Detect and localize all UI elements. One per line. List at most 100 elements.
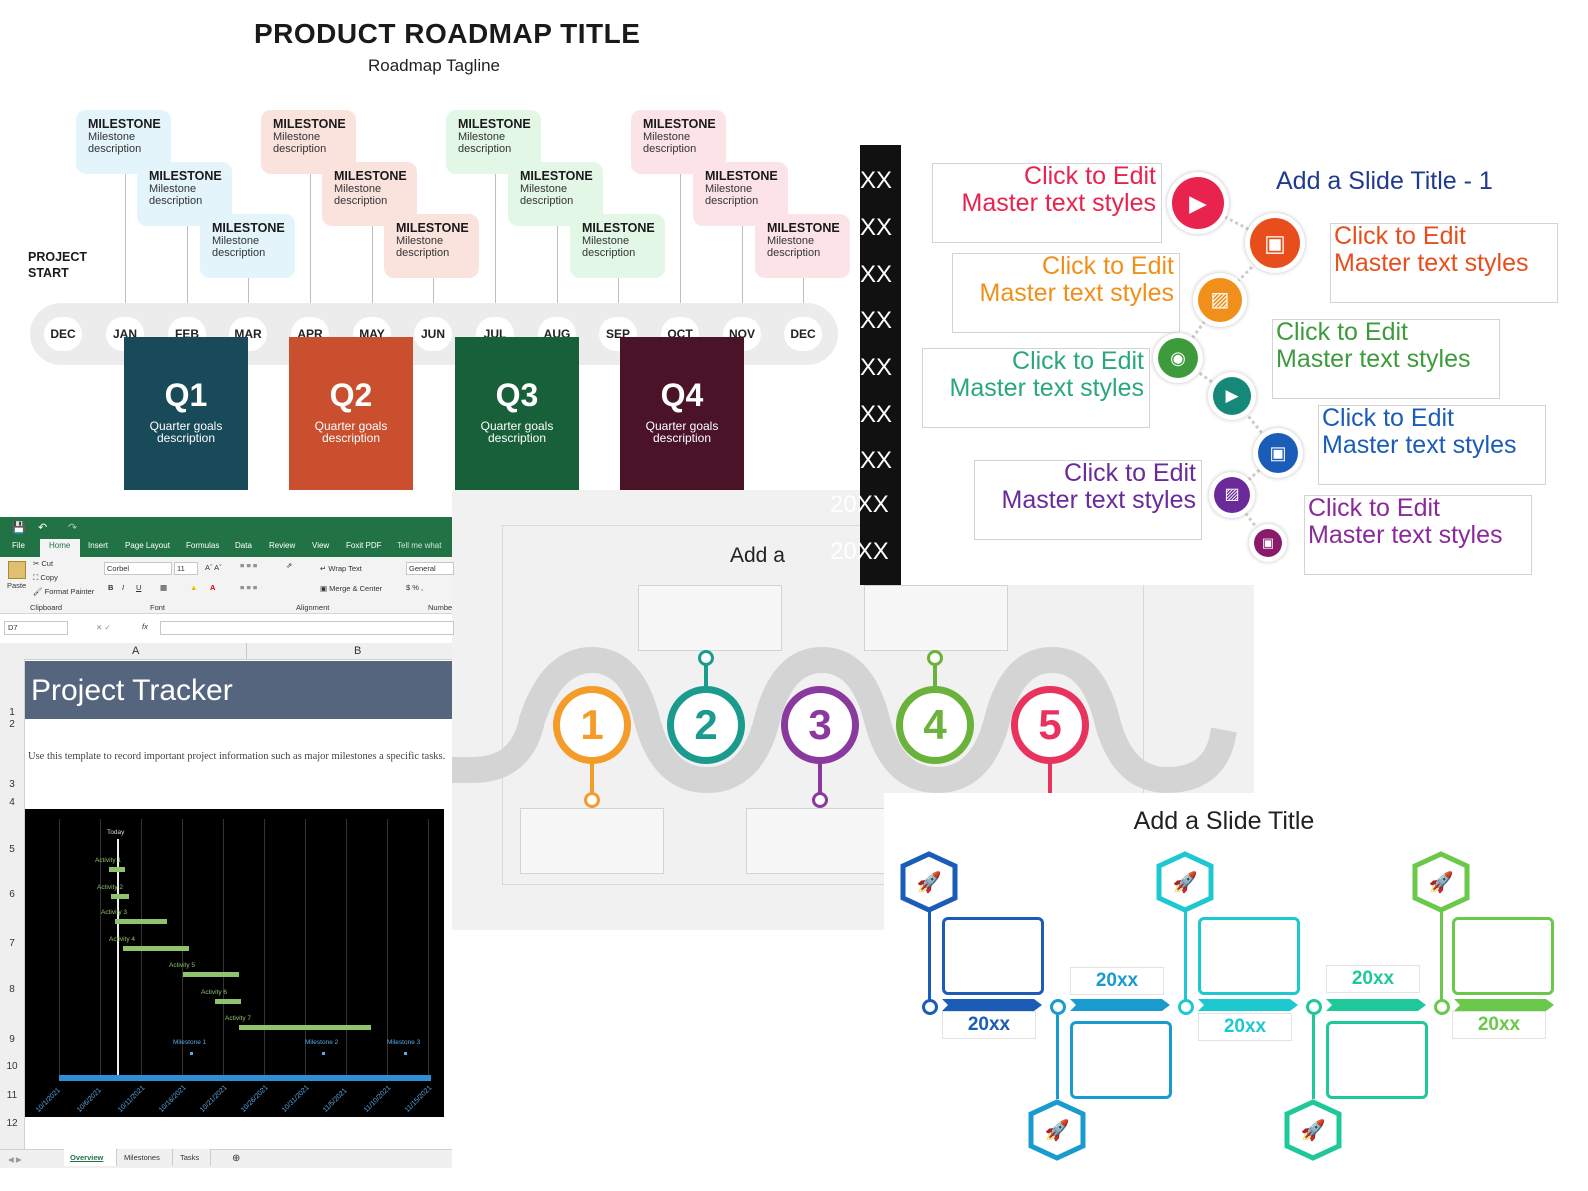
text-placeholder-label[interactable]: Click to Edit Master text styles xyxy=(1001,459,1197,514)
row-number[interactable]: 2 xyxy=(9,719,15,730)
text-placeholder[interactable] xyxy=(1330,223,1558,303)
content-box[interactable] xyxy=(1070,1021,1172,1099)
font-color-icon[interactable]: A xyxy=(210,583,216,592)
font-size-select[interactable]: 11 xyxy=(174,562,198,575)
currency-icon[interactable]: $ % , xyxy=(406,583,424,592)
step-circle[interactable]: 1 xyxy=(553,686,631,764)
step-textbox[interactable] xyxy=(746,808,890,874)
column-b-header[interactable]: B xyxy=(354,645,362,657)
copy-button[interactable]: ⛶ Copy xyxy=(33,573,58,582)
ribbon-tab[interactable]: Home xyxy=(49,541,71,550)
milestone-marker[interactable] xyxy=(404,1052,407,1055)
year-label[interactable]: 20xx xyxy=(1326,965,1420,993)
row-number[interactable]: 12 xyxy=(6,1118,18,1129)
timeline-node[interactable]: ◉ xyxy=(1153,333,1203,383)
text-placeholder-label[interactable]: Click to Edit Master text styles xyxy=(1276,318,1471,373)
step-circle[interactable]: 3 xyxy=(781,686,859,764)
text-placeholder[interactable] xyxy=(1304,495,1532,575)
row-number[interactable]: 6 xyxy=(9,889,15,900)
italic-button[interactable]: I xyxy=(122,583,125,592)
activity-bar[interactable] xyxy=(123,946,189,951)
name-box[interactable]: D7 xyxy=(4,621,68,635)
year-label[interactable]: 20xx xyxy=(1198,1013,1292,1041)
borders-icon[interactable]: ▦ xyxy=(160,583,168,592)
activity-bar[interactable] xyxy=(111,894,129,899)
row-number[interactable]: 10 xyxy=(6,1061,18,1072)
activity-bar[interactable] xyxy=(109,867,125,872)
ribbon-tab[interactable]: View xyxy=(312,541,330,550)
ribbon-tab[interactable]: Data xyxy=(235,541,252,550)
text-placeholder-label[interactable]: Click to Edit Master text styles xyxy=(1334,222,1529,277)
content-box[interactable] xyxy=(1198,917,1300,995)
text-placeholder-label[interactable]: Click to Edit Master text styles xyxy=(961,162,1157,217)
rocket-badge[interactable]: 🚀 xyxy=(1154,851,1214,913)
timeline-node[interactable]: ▶ xyxy=(1167,172,1229,234)
timeline-node[interactable]: ▶ xyxy=(1208,372,1256,420)
tracker-description[interactable]: Use this template to record important pr… xyxy=(28,751,446,762)
text-placeholder[interactable] xyxy=(1318,405,1546,485)
year-label[interactable]: 20xx xyxy=(1452,1011,1546,1039)
text-placeholder-label[interactable]: Click to Edit Master text styles xyxy=(1308,494,1503,549)
row-number[interactable]: 8 xyxy=(9,984,15,995)
text-placeholder[interactable] xyxy=(932,163,1162,243)
content-box[interactable] xyxy=(1326,1021,1428,1099)
row-number[interactable]: 7 xyxy=(9,938,15,949)
step-textbox[interactable] xyxy=(520,808,664,874)
formula-bar[interactable] xyxy=(160,621,454,635)
step-circle[interactable]: 4 xyxy=(896,686,974,764)
text-placeholder[interactable] xyxy=(1272,319,1500,399)
font-name-select[interactable]: Corbel xyxy=(104,562,172,575)
orientation-icon[interactable]: ⇗ xyxy=(286,561,293,570)
paste-button[interactable]: Paste xyxy=(7,581,27,590)
grow-font-icon[interactable]: Aˆ Aˇ xyxy=(205,563,222,572)
activity-bar[interactable] xyxy=(115,919,167,924)
number-format-select[interactable]: General xyxy=(406,562,454,575)
gantt-chart[interactable] xyxy=(25,809,444,1117)
bold-button[interactable]: B xyxy=(108,583,114,592)
rocket-badge[interactable]: 🚀 xyxy=(1410,851,1470,913)
milestone-marker[interactable] xyxy=(322,1052,325,1055)
step-textbox[interactable] xyxy=(864,585,1008,651)
column-a-header[interactable]: A xyxy=(132,645,140,657)
step-circle[interactable]: 2 xyxy=(667,686,745,764)
timeline-node[interactable]: ▣ xyxy=(1245,213,1305,273)
ribbon-tab[interactable]: Page Layout xyxy=(125,541,170,550)
rocket-badge[interactable]: 🚀 xyxy=(898,851,958,913)
row-number[interactable]: 3 xyxy=(9,779,15,790)
tracker-title[interactable]: Project Tracker xyxy=(31,674,233,707)
activity-bar[interactable] xyxy=(183,972,239,977)
timeline-node[interactable]: ▨ xyxy=(1209,472,1255,518)
text-placeholder[interactable] xyxy=(922,348,1150,428)
row-number[interactable]: 4 xyxy=(9,797,15,808)
timeline-node[interactable]: ▣ xyxy=(1253,428,1303,478)
row-number[interactable]: 1 xyxy=(9,707,15,718)
ribbon-tab[interactable]: Tell me what xyxy=(397,541,442,550)
milestone-marker[interactable] xyxy=(190,1052,193,1055)
merge-center-button[interactable]: ▣ Merge & Center xyxy=(320,584,383,593)
save-icon[interactable]: 💾 xyxy=(12,522,26,534)
rocket-badge[interactable]: 🚀 xyxy=(1282,1099,1342,1161)
rocket-badge[interactable]: 🚀 xyxy=(1026,1099,1086,1161)
sheet-tab[interactable]: Overview xyxy=(64,1149,117,1166)
step-circle[interactable]: 5 xyxy=(1011,686,1089,764)
ribbon-tab[interactable]: Insert xyxy=(88,541,109,550)
ribbon-tab[interactable]: Foxit PDF xyxy=(346,541,382,550)
cut-button[interactable]: ✂ Cut xyxy=(33,559,54,568)
timeline-node[interactable]: ▨ xyxy=(1193,273,1247,327)
text-placeholder-label[interactable]: Click to Edit Master text styles xyxy=(949,347,1145,402)
ribbon-tab[interactable]: Review xyxy=(269,541,296,550)
row-number[interactable]: 11 xyxy=(6,1090,18,1101)
undo-icon[interactable]: ↶ xyxy=(38,522,48,534)
year-label[interactable]: 20xx xyxy=(1070,967,1164,995)
row-number[interactable]: 9 xyxy=(9,1034,15,1045)
text-placeholder[interactable] xyxy=(952,253,1180,333)
wrap-text-button[interactable]: ↵ Wrap Text xyxy=(320,564,362,573)
